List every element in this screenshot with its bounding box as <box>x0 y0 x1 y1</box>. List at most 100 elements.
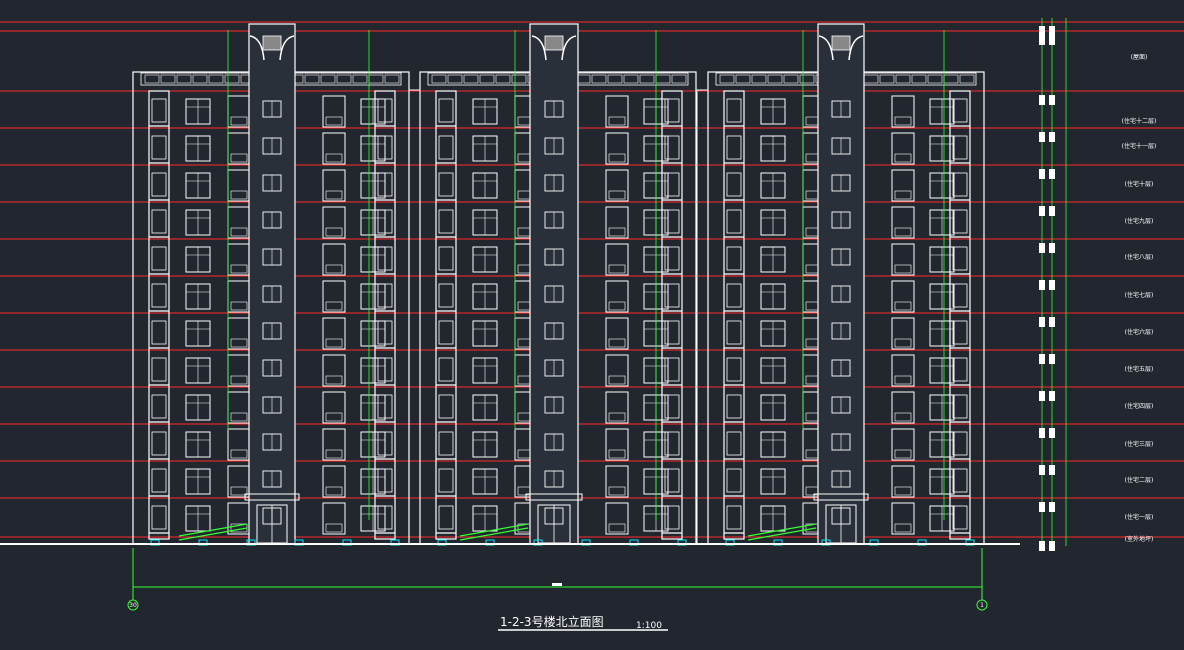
dimension-tick-block <box>1049 132 1055 142</box>
bay-window-pane <box>664 98 680 123</box>
floor-label: (住宅五层) <box>1125 365 1154 373</box>
bay-window-pane <box>952 172 968 197</box>
bay-window-pane <box>151 468 167 493</box>
dimension-tick-block <box>1039 26 1045 36</box>
balcony-rail <box>325 153 343 163</box>
balcony-rail <box>230 449 248 459</box>
balcony-rail <box>230 486 248 496</box>
bay-window-pane <box>726 357 742 382</box>
bay-window-frame <box>374 90 396 540</box>
bay-window-pane <box>151 357 167 382</box>
entrance-canopy <box>813 493 869 501</box>
dimension-tick-block <box>1049 317 1055 327</box>
parapet-panel <box>463 74 479 84</box>
floor-label: (住宅九层) <box>1125 217 1154 225</box>
balcony <box>322 428 346 461</box>
balcony-rail <box>230 375 248 385</box>
bay-window-pane <box>952 283 968 308</box>
bay-window-pane <box>664 357 680 382</box>
floor-label: (住宅六层) <box>1125 328 1154 336</box>
bay-window-pane <box>726 209 742 234</box>
balcony-rail <box>894 227 912 237</box>
balcony <box>891 95 915 128</box>
parapet-panel <box>911 74 927 84</box>
balcony-rail <box>325 449 343 459</box>
bay-window-pane <box>726 172 742 197</box>
bay-window-pane <box>377 320 393 345</box>
balcony-rail <box>325 301 343 311</box>
balcony <box>322 354 346 387</box>
bay-window-pane <box>151 135 167 160</box>
bay-window-pane <box>151 320 167 345</box>
balcony-rail <box>608 375 626 385</box>
balcony-rail <box>894 375 912 385</box>
balcony <box>891 465 915 498</box>
roof-arch-right <box>848 35 864 61</box>
bay-window-pane <box>664 209 680 234</box>
bay-window-pane <box>664 394 680 419</box>
entrance-ramp-rail <box>178 523 248 537</box>
parapet-panel <box>735 74 751 84</box>
dimension-tick-block <box>1049 243 1055 253</box>
balcony-rail <box>608 190 626 200</box>
dimension-tick-block <box>1039 502 1045 512</box>
dimension-tick-block <box>1049 391 1055 401</box>
bay-window-pane <box>726 431 742 456</box>
bay-window-pane <box>377 135 393 160</box>
balcony <box>605 95 629 128</box>
parapet-panel <box>895 74 911 84</box>
parapet-panel <box>879 74 895 84</box>
bay-window-pane <box>952 505 968 530</box>
bay-window-pane <box>151 172 167 197</box>
roof-arch-right <box>279 35 295 61</box>
floor-label: (住宅八层) <box>1125 253 1154 261</box>
balcony <box>322 206 346 239</box>
dimension-tick-block <box>1049 35 1055 45</box>
bay-window-pane <box>377 505 393 530</box>
parapet-panel <box>224 74 240 84</box>
roof-arch-left <box>531 35 547 61</box>
parapet-panel <box>607 74 623 84</box>
dimension-chain <box>1039 18 1067 551</box>
parapet-panel <box>623 74 639 84</box>
bay-window-pane <box>726 320 742 345</box>
bay-window-pane <box>377 431 393 456</box>
balcony-rail <box>608 301 626 311</box>
dimension-tick-block <box>1039 354 1045 364</box>
bay-window-pane <box>151 505 167 530</box>
balcony <box>322 391 346 424</box>
balcony <box>227 465 251 498</box>
balcony-rail <box>894 301 912 311</box>
parapet-panel <box>959 74 975 84</box>
balcony-rail <box>230 301 248 311</box>
dimension-tick-block <box>1039 280 1045 290</box>
balcony-rail <box>325 338 343 348</box>
bay-window-pane <box>377 209 393 234</box>
roof-arch-right <box>561 35 577 61</box>
parapet-panel <box>495 74 511 84</box>
dimension-tick-block <box>1049 26 1055 36</box>
balcony-rail <box>230 153 248 163</box>
dimension-tick-block <box>1039 243 1045 253</box>
balcony-rail <box>894 153 912 163</box>
balcony-rail <box>230 412 248 422</box>
bay-window-pane <box>726 135 742 160</box>
bay-window-pane <box>438 505 454 530</box>
balcony-rail <box>608 338 626 348</box>
parapet-panel <box>320 74 336 84</box>
entrance-ramp <box>459 527 529 541</box>
bay-window-pane <box>377 468 393 493</box>
balcony-rail <box>894 412 912 422</box>
balcony <box>891 169 915 202</box>
balcony-rail <box>325 523 343 533</box>
parapet-panel <box>176 74 192 84</box>
balcony-rail <box>894 523 912 533</box>
balcony <box>227 317 251 350</box>
stair-tower <box>248 23 296 545</box>
balcony <box>605 243 629 276</box>
bay-window-pane <box>952 468 968 493</box>
roof-arch-left <box>818 35 834 61</box>
balcony <box>227 280 251 313</box>
drawing-title: 1-2-3号楼北立面图 <box>500 614 604 629</box>
